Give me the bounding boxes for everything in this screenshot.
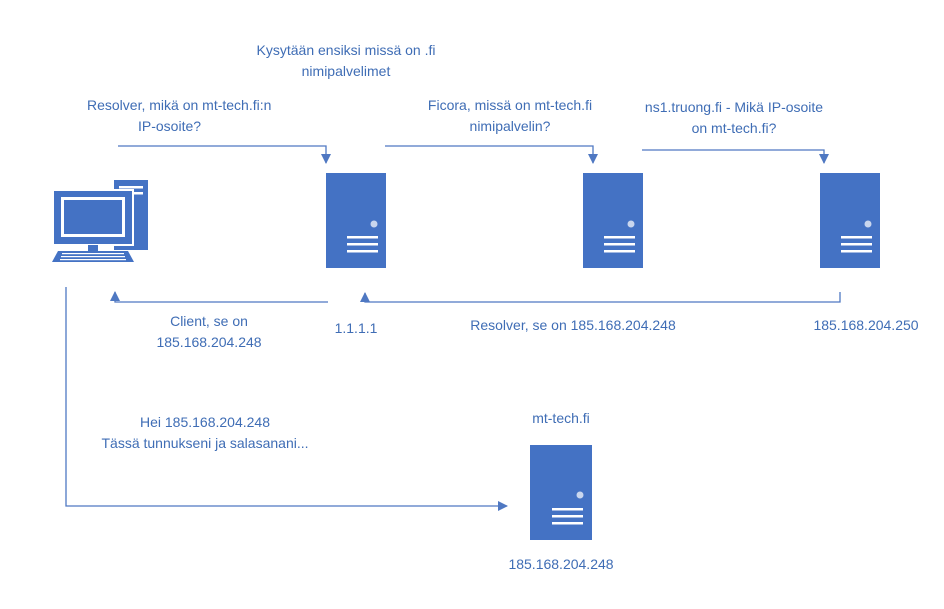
server-icon-mt-tech (530, 445, 592, 540)
label-resolver-question: Resolver, mikä on mt-tech.fi:n IP-osoite… (87, 97, 272, 134)
arrow-client-to-mt-tech (65, 287, 508, 511)
label-ficora-question: Ficora, missä on mt-tech.fi nimipalvelin… (427, 97, 593, 134)
label-ask-fi-nameservers: Kysytään ensiksi missä on .fi nimipalvel… (256, 42, 436, 79)
server-icon-resolver (326, 173, 386, 268)
label-ns1-question: ns1.truong.fi - Mikä IP-osoite on mt-tec… (644, 99, 824, 136)
label-resolver-answer: Resolver, se on 185.168.204.248 (470, 317, 676, 333)
arrow-resolver-to-ficora (385, 145, 598, 164)
label-client-answer: Client, se on 185.168.204.248 (156, 313, 262, 350)
label-target-ip: 185.168.204.248 (508, 556, 614, 572)
arrow-ficora-to-ns1 (642, 149, 829, 164)
desktop-computer-icon (52, 180, 148, 262)
label-target-name: mt-tech.fi (532, 410, 590, 426)
server-icon-ficora (583, 173, 643, 268)
server-icon-ns1 (820, 173, 880, 268)
arrow-ns1-to-resolver (360, 292, 841, 303)
label-login-message: Hei 185.168.204.248 Tässä tunnukseni ja … (101, 414, 309, 451)
arrow-client-to-resolver (118, 145, 331, 164)
label-ns1-ip: 185.168.204.250 (813, 317, 919, 333)
arrow-resolver-to-client (110, 291, 328, 303)
label-resolver-ip: 1.1.1.1 (334, 320, 378, 336)
